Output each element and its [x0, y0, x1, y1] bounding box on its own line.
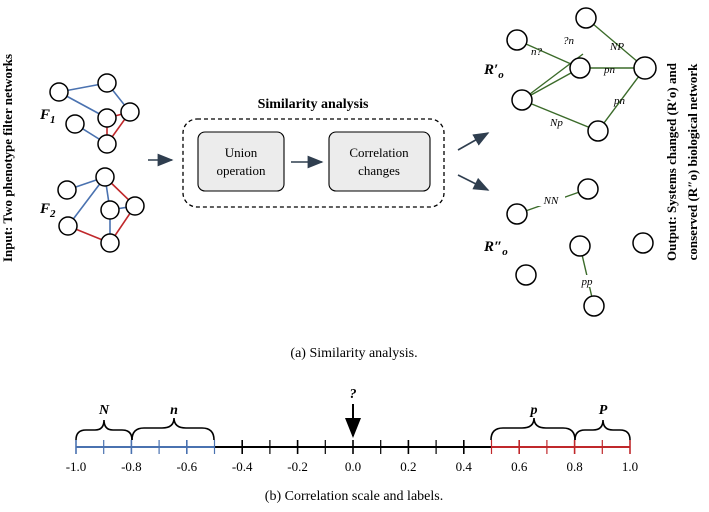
scale-tick-label: -0.2 [287, 459, 308, 474]
network-r-double-prime: NN pp R″o [483, 178, 654, 317]
union-operation-box [197, 131, 285, 192]
scale-tick-label: 0.6 [511, 459, 528, 474]
scale-tick-label: 1.0 [622, 459, 638, 474]
edge-label-n-q: n? [531, 46, 543, 58]
arrow-to-r-prime [457, 132, 490, 151]
r-prime-label: R′o [483, 62, 504, 81]
panel-a: Input: Two phenotype filter networks F1 [0, 7, 700, 361]
scale-tick-label: -1.0 [66, 459, 87, 474]
scale-ticks [75, 440, 631, 454]
correlation-line1: Correlation [349, 145, 409, 160]
brace-label-P: P [599, 403, 608, 418]
network-f1: F1 [39, 73, 140, 154]
scale-tick-labels: -1.0 -0.8 -0.6 -0.4 -0.2 0.0 0.2 0.4 0.6 0.8 1.0 [66, 459, 638, 474]
brace-n [131, 417, 215, 441]
output-label-line2: conserved (R″o) biological network [685, 63, 700, 261]
brace-label-p: p [530, 403, 538, 418]
correlation-changes-box [328, 131, 431, 192]
brace-label-n: n [170, 403, 178, 418]
scale-tick-label: -0.8 [121, 459, 142, 474]
neutral-question-mark: ? [350, 387, 357, 402]
caption-b: (b) Correlation scale and labels. [265, 489, 443, 504]
similarity-title: Similarity analysis [258, 97, 369, 112]
brace-p [490, 417, 576, 441]
correlation-line2: changes [358, 163, 400, 178]
edge-label-q-n: ?n [563, 35, 575, 47]
panel-b: -1.0 -0.8 -0.6 -0.4 -0.2 0.0 0.2 0.4 0.6 0.8 1.0 ?… [66, 387, 638, 504]
union-line2: operation [216, 163, 266, 178]
input-label: Input: Two phenotype filter networks [0, 54, 15, 262]
edge-label-pn-low: pn [613, 95, 626, 107]
union-line1: Union [225, 145, 258, 160]
f1-label: F1 [39, 107, 56, 126]
scale-tick-label: 0.8 [566, 459, 582, 474]
edge-label-pn-mid: pn [603, 64, 616, 76]
brace-label-N: N [98, 403, 110, 418]
caption-a: (a) Similarity analysis. [290, 346, 417, 361]
edge-label-pp: pp [581, 276, 594, 288]
brace-N [75, 419, 133, 441]
scale-tick-label: -0.4 [232, 459, 253, 474]
r-double-prime-label: R″o [483, 239, 508, 258]
f2-label: F2 [39, 201, 56, 220]
edge-label-np-bottom: Np [549, 117, 563, 129]
edge-label-nn: NN [543, 195, 559, 207]
output-label-line1: Output: Systems changed (R′o) and [664, 62, 679, 261]
scale-tick-label: 0.2 [400, 459, 416, 474]
edge-label-np-top: NP [609, 41, 624, 53]
network-f2: F2 [39, 167, 145, 253]
scale-tick-label: -0.6 [177, 459, 198, 474]
scale-tick-label: 0.0 [345, 459, 361, 474]
scale-tick-label: 0.4 [456, 459, 473, 474]
brace-P [574, 419, 631, 441]
network-r-prime: n? ?n NP pn pn Np R′o [483, 7, 657, 142]
arrow-to-r-double-prime [457, 174, 490, 191]
